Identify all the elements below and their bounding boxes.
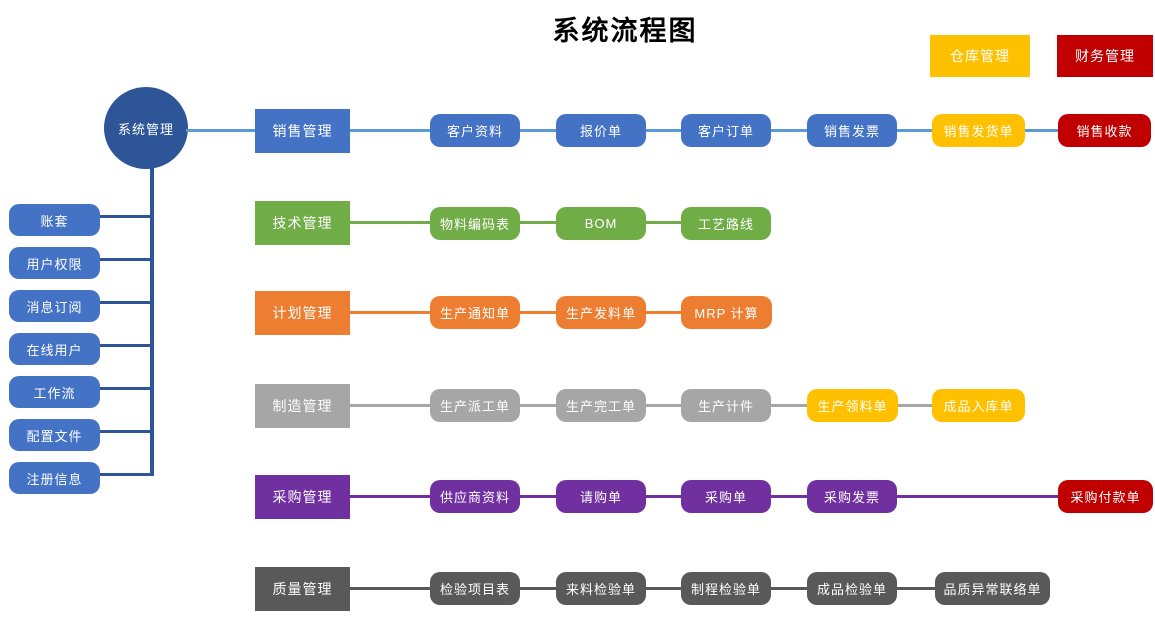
connector-line [520,311,556,314]
sidebar-node-online-users: 在线用户 [9,333,100,365]
node-finance-mgmt: 财务管理 [1057,35,1153,77]
connector-sidebar [100,301,154,304]
sidebar-node-workflow: 工作流 [9,376,100,408]
flow-node-customer-order: 客户订单 [681,114,771,147]
sidebar-node-register-info: 注册信息 [9,462,100,494]
connector-line [771,404,807,407]
flow-node-customer-profile: 客户资料 [430,114,520,147]
sidebar-node-message-subscribe: 消息订阅 [9,290,100,322]
flow-node-purchase-invoice: 采购发票 [807,480,897,513]
category-node-sales-mgmt: 销售管理 [255,109,350,153]
sidebar-node-config-file: 配置文件 [9,419,100,451]
flow-node-quality-abnormal-contact: 品质异常联络单 [935,572,1050,605]
flow-node-inspection-item-table: 检验项目表 [430,572,520,605]
connector-line [520,495,556,498]
flow-node-piecework: 生产计件 [681,389,771,422]
category-node-quality-mgmt: 质量管理 [255,567,350,611]
connector-root-trunk [150,166,154,476]
page-title: 系统流程图 [552,16,698,46]
connector-sidebar [100,258,154,261]
connector-line [1025,129,1058,132]
flow-node-bom: BOM [556,207,646,240]
connector-line [520,587,556,590]
category-node-manufacture-mgmt: 制造管理 [255,384,350,428]
flow-node-purchase-order: 采购单 [681,480,771,513]
connector-line [771,495,807,498]
flow-node-production-issue: 生产发料单 [556,296,646,329]
connector-sidebar [100,430,154,433]
connector-line [350,129,430,132]
flow-node-mrp-calc: MRP 计算 [681,296,772,329]
connector-line [646,129,681,132]
connector-line [646,221,681,224]
connector-line [897,495,1058,498]
connector-line [520,221,556,224]
connector-root-to-sales [186,129,257,132]
connector-line [646,587,681,590]
connector-sidebar [100,387,154,390]
connector-line [771,587,807,590]
connector-line [646,495,681,498]
connector-line [350,221,430,224]
flow-node-material-code-table: 物料编码表 [430,207,520,240]
flow-node-process-route: 工艺路线 [681,207,771,240]
connector-line [350,404,430,407]
flow-node-sales-invoice: 销售发票 [807,114,897,147]
flow-node-quotation: 报价单 [556,114,646,147]
connector-sidebar [100,344,154,347]
connector-line [520,404,556,407]
flow-node-process-inspection: 制程检验单 [681,572,771,605]
connector-line [898,404,932,407]
connector-line [897,587,935,590]
flow-node-work-dispatch: 生产派工单 [430,389,520,422]
connector-line [350,311,430,314]
connector-line [350,587,430,590]
flow-node-material-requisition: 生产领料单 [807,389,898,422]
flow-node-finished-goods-in: 成品入库单 [932,389,1025,422]
category-node-purchase-mgmt: 采购管理 [255,475,350,519]
flow-node-work-completion: 生产完工单 [556,389,646,422]
flow-node-sales-receipt: 销售收款 [1058,114,1151,147]
connector-line [646,404,681,407]
connector-sidebar [100,215,154,218]
connector-line [350,495,430,498]
connector-line [771,129,807,132]
flow-node-supplier-profile: 供应商资料 [430,480,520,513]
category-node-plan-mgmt: 计划管理 [255,291,350,335]
flow-node-purchase-requisition: 请购单 [556,480,646,513]
flow-node-finished-inspection: 成品检验单 [807,572,897,605]
flow-node-incoming-inspection: 来料检验单 [556,572,646,605]
category-node-tech-mgmt: 技术管理 [255,201,350,245]
sidebar-node-account-set: 账套 [9,204,100,236]
flow-node-sales-delivery: 销售发货单 [932,114,1025,147]
connector-line [897,129,932,132]
flow-node-purchase-payment: 采购付款单 [1058,480,1153,513]
connector-line [520,129,556,132]
sidebar-node-user-rights: 用户权限 [9,247,100,279]
connector-sidebar [100,473,154,476]
node-warehouse-mgmt: 仓库管理 [930,35,1030,77]
flow-node-production-notice: 生产通知单 [430,296,520,329]
connector-line [646,311,681,314]
root-node-system-mgmt: 系统管理 [104,87,188,169]
